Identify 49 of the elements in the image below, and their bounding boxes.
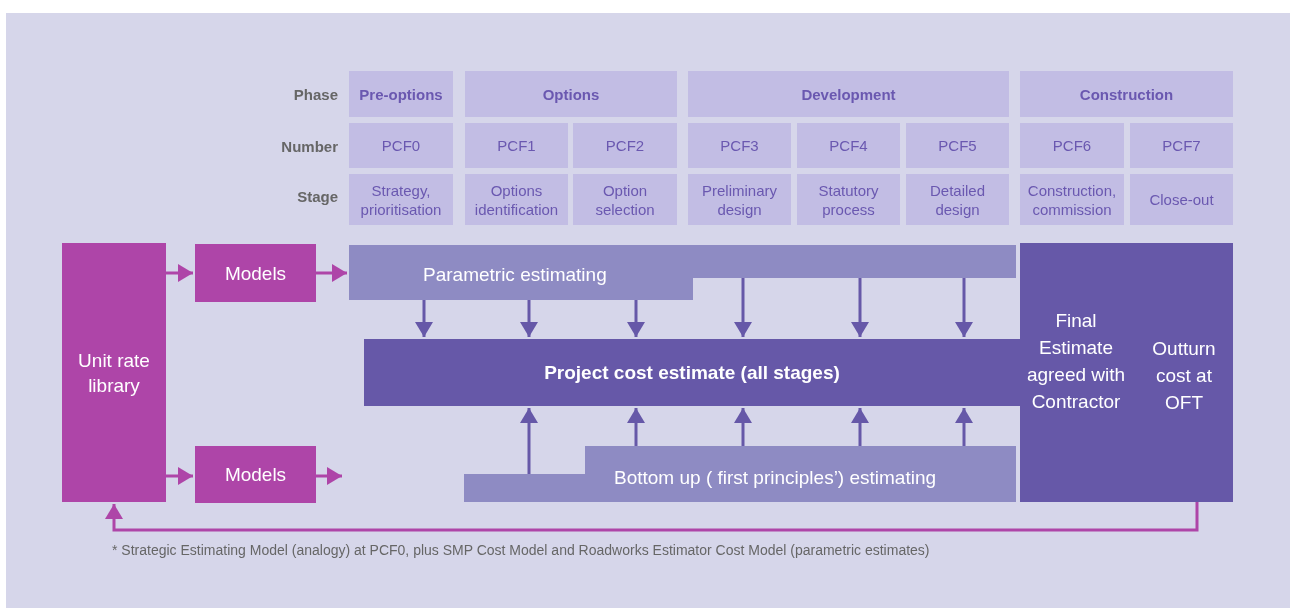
arrow (734, 408, 752, 446)
arrow (166, 467, 193, 485)
stage-name: Option selection (573, 174, 677, 225)
arrow (415, 300, 433, 337)
band-label: Bottom up ( first principles’) estimating (614, 466, 937, 490)
band-label: Parametric estimating (423, 263, 607, 287)
arrow (166, 264, 193, 282)
arrow (316, 264, 347, 282)
phase-header: Pre-options (349, 71, 453, 117)
arrow (520, 300, 538, 337)
arrow (105, 502, 1199, 532)
stage-number: PCF6 (1020, 123, 1124, 168)
arrow (627, 300, 645, 337)
stage-name: Strategy, prioritisation (349, 174, 453, 225)
phase-header: Construction (1020, 71, 1233, 117)
estimate-band: Project cost estimate (all stages) (364, 339, 1020, 406)
row-label: Phase (293, 85, 338, 104)
phase-header: Development (688, 71, 1009, 117)
stage-name: Preliminary design (688, 174, 791, 225)
library-box: Unit rate library (62, 243, 166, 502)
outcome-panel (1020, 243, 1233, 502)
models-box: Models (195, 244, 316, 302)
outturn-text: Outturn cost at OFT (1151, 337, 1217, 415)
stage-name: Options identification (465, 174, 568, 225)
stage-number: PCF1 (465, 123, 568, 168)
arrow (520, 408, 538, 474)
arrow (851, 408, 869, 446)
arrow (734, 278, 752, 337)
stage-number: PCF3 (688, 123, 791, 168)
stage-number: PCF2 (573, 123, 677, 168)
arrow (627, 408, 645, 446)
stage-number: PCF0 (349, 123, 453, 168)
stage-number: PCF5 (906, 123, 1009, 168)
stage-number: PCF7 (1130, 123, 1233, 168)
arrow (955, 408, 973, 446)
stage-number: PCF4 (797, 123, 900, 168)
footnote: * Strategic Estimating Model (analogy) at PCF0, plus SMP Cost Model and Roadworks Estimator Cost Model (parametric estimates) (112, 541, 930, 560)
row-label: Stage (297, 187, 338, 206)
stage-name: Detailed design (906, 174, 1009, 225)
stage-name: Construction, commission (1020, 174, 1124, 225)
final-estimate-text: Final Estimate agreed with Contractor (1025, 309, 1127, 414)
arrow (851, 278, 869, 337)
phase-header: Options (465, 71, 677, 117)
stage-name: Close-out (1130, 174, 1233, 225)
models-box: Models (195, 446, 316, 503)
arrow (316, 467, 342, 485)
stage-name: Statutory process (797, 174, 900, 225)
arrow (955, 278, 973, 337)
row-label: Number (281, 137, 338, 156)
